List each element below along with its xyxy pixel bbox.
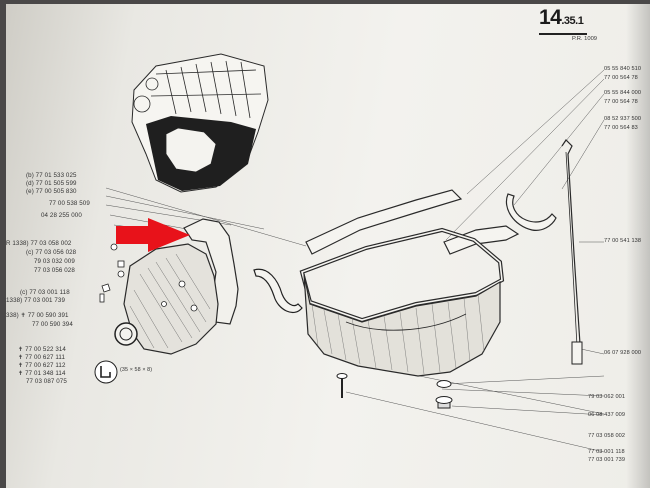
- part-label: 06 07 928 000: [604, 350, 642, 356]
- part-label: 77 03 001 118: [588, 449, 625, 455]
- gasket-detail: [94, 360, 118, 384]
- drain-plug: [435, 380, 453, 409]
- part-label: ✝ 77 00 627 111: [18, 354, 66, 361]
- timing-cover-gasket: [183, 218, 239, 325]
- part-label: 79 03 062 001: [588, 394, 626, 400]
- rear-crescent-seal: [505, 193, 557, 231]
- side-gasket-right: [443, 225, 520, 255]
- pan-bolt: [336, 373, 348, 398]
- catalog-page: 14.35.1 P.R. 1009 (b) 77 01 533 025 (d) …: [6, 4, 650, 488]
- part-label: 1338) 77 03 001 739: [6, 297, 66, 304]
- page-number-sub: .35.1: [561, 15, 584, 27]
- part-label: 77 03 056 028: [34, 267, 75, 274]
- part-label: 08 52 937 500: [604, 116, 642, 122]
- side-gasket-left: [305, 189, 463, 255]
- part-label: ✝ 77 00 627 112: [18, 362, 66, 369]
- part-label: ✝ 77 01 348 114: [18, 370, 66, 377]
- page-curl-shadow: [626, 4, 650, 488]
- part-label: 04 28 255 000: [41, 212, 82, 219]
- part-label: (c) 77 03 001 118: [20, 289, 70, 296]
- engine-thumbnail: [131, 53, 269, 193]
- part-label: (e) 77 00 505 830: [26, 188, 77, 195]
- oil-pan: [303, 273, 501, 377]
- part-label: 77 00 541 138: [604, 238, 642, 244]
- page-number: 14.35.1: [539, 6, 584, 30]
- part-label: 06 08 437 009: [588, 412, 626, 418]
- part-label: 05 55 840 510: [604, 66, 642, 72]
- gasket-dimension-label: (35 × 58 × 8): [120, 367, 153, 373]
- part-label: R 1338) 77 03 058 002: [6, 240, 72, 247]
- revision-code: P.R. 1009: [572, 36, 598, 42]
- part-label: (c) 77 03 056 028: [26, 249, 77, 256]
- part-label: (d) 77 01 505 599: [26, 180, 77, 187]
- part-label: 05 55 844 000: [604, 90, 642, 96]
- page-number-underline: [539, 33, 587, 35]
- timing-cover: [123, 243, 219, 355]
- dipstick: [561, 139, 583, 365]
- page-number-main: 14: [539, 6, 562, 29]
- part-label: ✝ 77 00 522 314: [18, 346, 66, 353]
- part-label: 77 00 564 78: [604, 75, 638, 81]
- part-label: 77 03 087 075: [26, 378, 67, 385]
- highlight-arrow: [116, 218, 190, 252]
- part-label: 77 00 590 394: [32, 321, 73, 328]
- part-label: 338) ✝ 77 00 590 391: [6, 312, 69, 319]
- part-label: 77 03 001 739: [588, 457, 626, 463]
- part-label: 77 00 564 83: [604, 125, 638, 131]
- part-label: 77 03 058 002: [588, 433, 626, 439]
- timing-cover-fasteners: [99, 243, 125, 303]
- left-crescent-seal: [253, 268, 303, 313]
- exploded-view-drawing: [94, 53, 605, 453]
- part-label: 79 03 032 009: [34, 258, 75, 265]
- part-label: (b) 77 01 533 025: [26, 172, 77, 179]
- part-label: 77 00 538 509: [49, 200, 90, 207]
- crankshaft-seal: [114, 322, 138, 346]
- part-label: 77 00 564 78: [604, 99, 638, 105]
